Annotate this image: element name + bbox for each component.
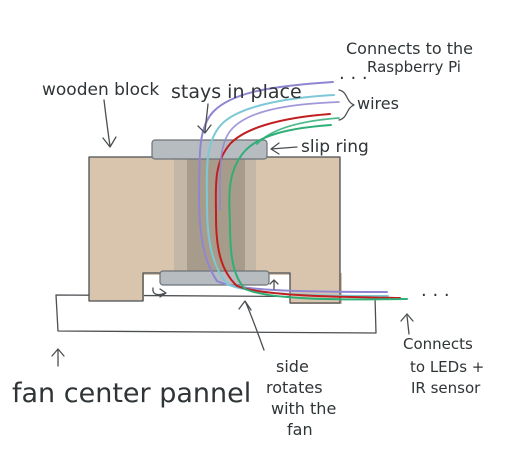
label-side-rotates-line3: with the [271,399,336,418]
arrow-slip-ring [270,142,298,155]
dots-right: · · · [421,285,450,306]
rotation-mark-left [152,287,167,298]
wooden-block-foot-left [89,273,144,301]
arrow-wooden-block [102,99,117,148]
fan-center-panel [55,294,377,334]
wooden-block-left [89,157,177,275]
arrow-panel [51,348,65,367]
label-connects-leds-line2: to LEDs + [410,358,484,376]
label-fan-center-panel: fan center pannel [12,378,251,409]
wire-green-2 [256,117,340,145]
wooden-block-right [254,157,340,275]
rotation-mark-right [269,279,279,290]
wire-red [214,113,401,299]
label-wires: wires [357,94,399,113]
arrow-leds [400,313,414,335]
label-connects-leds-line1: Connects [403,335,473,353]
label-connects-pi-line1: Connects to the [346,39,473,58]
label-connects-pi-line2: Raspberry Pi [367,58,461,76]
label-connects-leds-line3: IR sensor [411,379,481,397]
arrow-side-rotates [238,300,265,351]
label-side-rotates-line4: fan [287,420,313,439]
wires-brace [338,89,355,121]
label-stays-in-place: stays in place [171,81,302,103]
wire-purple [197,81,388,293]
label-wooden-block: wooden block [42,80,159,100]
dots-top: · · · [339,68,368,89]
label-slip-ring: slip ring [301,137,369,157]
arrow-stays-in-place [197,103,212,134]
wire-purple-2 [219,101,340,211]
wooden-block-outline [88,156,341,304]
label-side-rotates-line1: side [276,357,309,376]
label-side-rotates-line2: rotates [266,378,323,397]
